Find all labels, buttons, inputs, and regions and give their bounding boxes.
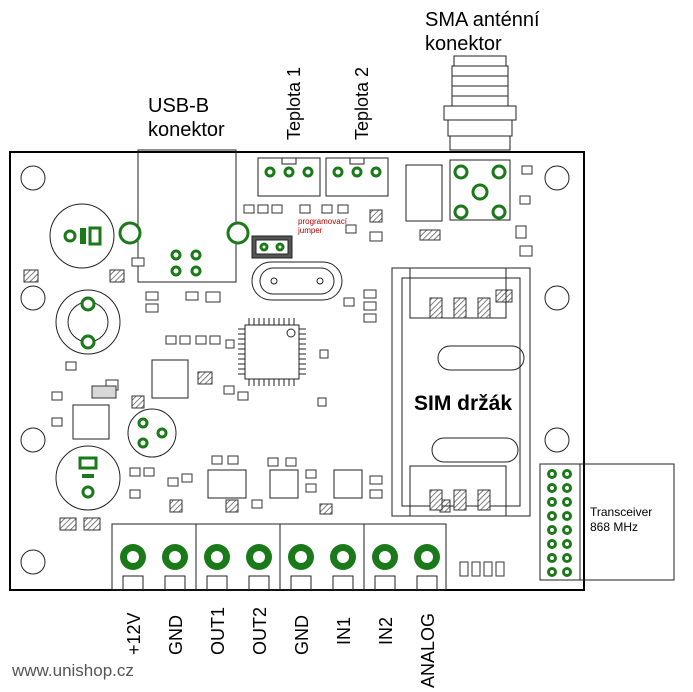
- smd-components: [51, 165, 533, 577]
- sma-label-line1: SMA anténní: [425, 9, 540, 31]
- sim-holder: [391, 267, 531, 517]
- terminal-label: OUT1: [208, 607, 228, 655]
- integrated-circuits: [72, 164, 443, 499]
- teplota-2-label: Teplota 2: [352, 67, 372, 140]
- teplota-1-label: Teplota 1: [284, 67, 304, 140]
- terminal-label: IN1: [334, 617, 354, 645]
- transceiver-header: [539, 463, 675, 581]
- hatched-components: [23, 209, 513, 531]
- terminal-label: OUT2: [250, 607, 270, 655]
- terminal-label: GND: [292, 615, 312, 655]
- website-url: www.unishop.cz: [11, 661, 134, 680]
- transceiver-label-line1: Transceiver: [590, 505, 652, 519]
- terminal-tabs: [122, 575, 438, 591]
- pcb-board: [9, 151, 585, 591]
- crystal: [251, 261, 343, 301]
- transceiver-label-line2: 868 MHz: [590, 520, 638, 534]
- terminal-block: [111, 523, 447, 591]
- usb-label-line1: USB-B: [148, 95, 209, 117]
- teplota-2-connector: [325, 157, 389, 197]
- teplota-1-connector: [257, 157, 321, 197]
- electrolytic-capacitors: [49, 203, 121, 511]
- terminal-screws: [120, 544, 440, 570]
- terminal-labels: +12V GND OUT1 OUT2 GND IN1 IN2 ANALOG: [124, 607, 438, 688]
- usb-b-connector: [118, 149, 250, 283]
- sma-label-line2: konektor: [425, 33, 502, 55]
- prog-jumper-label-line2: jumper: [297, 226, 323, 235]
- microcontroller-chip: [238, 318, 306, 386]
- terminal-label: ANALOG: [418, 613, 438, 688]
- terminal-label: GND: [166, 615, 186, 655]
- sim-holder-label: SIM držák: [414, 392, 512, 415]
- prog-jumper-label-line1: programovací: [298, 217, 348, 226]
- programming-jumper: [251, 235, 293, 259]
- terminal-label: IN2: [376, 617, 396, 645]
- terminal-label: +12V: [124, 612, 144, 655]
- transistor: [127, 408, 177, 458]
- usb-label-line2: konektor: [148, 119, 225, 141]
- sma-connector: [443, 55, 517, 221]
- mounting-holes: [20, 165, 570, 575]
